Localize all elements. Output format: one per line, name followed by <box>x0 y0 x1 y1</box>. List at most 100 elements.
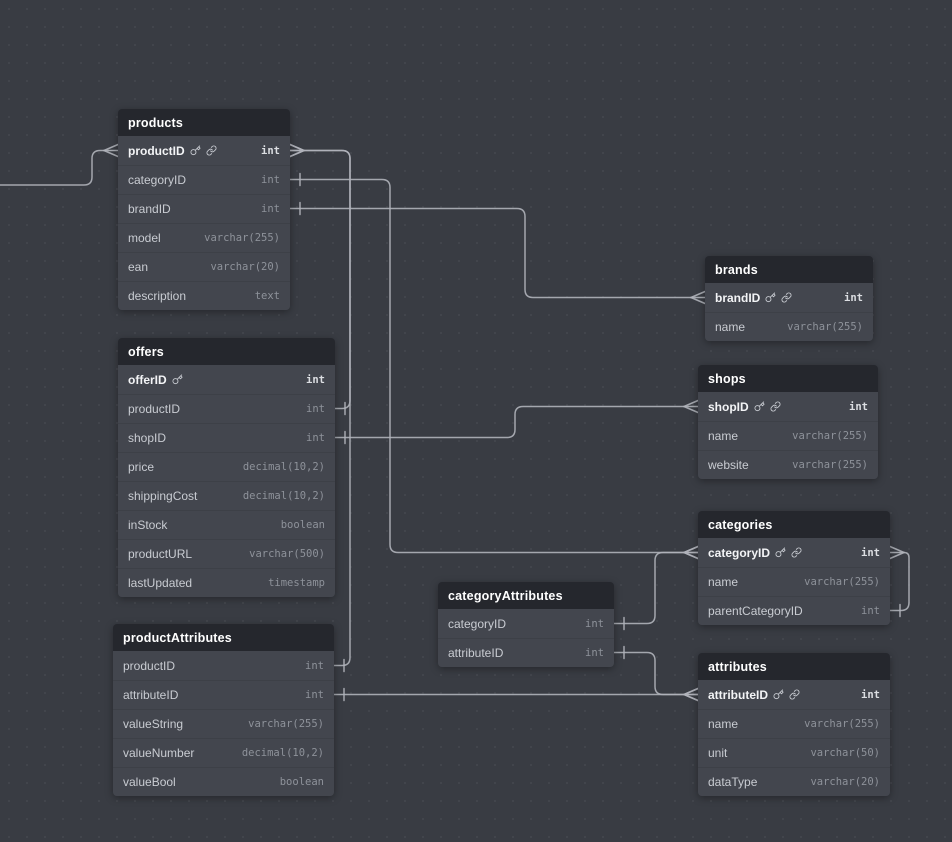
field-name-wrap: price <box>128 460 154 474</box>
rel-categoryAttributes-attributes-attributeID[interactable] <box>613 645 699 702</box>
field-name: inStock <box>128 518 168 532</box>
field-name-wrap: name <box>708 429 738 443</box>
field-categoryAttributes-attributeID[interactable]: attributeID int <box>438 638 614 667</box>
field-name-wrap: brandID <box>128 202 171 216</box>
field-type: varchar(255) <box>792 430 868 442</box>
field-name-wrap: valueNumber <box>123 746 194 760</box>
table-header-categoryAttributes[interactable]: categoryAttributes <box>438 582 614 609</box>
field-name-wrap: categoryID <box>448 617 506 631</box>
rel-external-products-productID[interactable] <box>0 143 119 186</box>
table-header-categories[interactable]: categories <box>698 511 890 538</box>
field-name-wrap: model <box>128 231 161 245</box>
rel-categories-self-parentCategoryID[interactable] <box>889 545 910 618</box>
field-type: timestamp <box>268 577 325 589</box>
table-header-productAttributes[interactable]: productAttributes <box>113 624 334 651</box>
table-header-products[interactable]: products <box>118 109 290 136</box>
field-name-wrap: brandID <box>715 291 792 305</box>
field-categoryAttributes-categoryID[interactable]: categoryID int <box>438 609 614 638</box>
field-name: name <box>715 320 746 334</box>
field-shops-shopID[interactable]: shopID int <box>698 392 878 421</box>
table-header-attributes[interactable]: attributes <box>698 653 890 680</box>
key-icon <box>172 374 183 385</box>
field-name: shopID <box>708 399 749 414</box>
field-name-wrap: attributeID <box>708 688 800 702</box>
field-name-wrap: attributeID <box>448 646 503 660</box>
field-name-wrap: name <box>708 717 738 731</box>
table-title: attributes <box>708 659 767 674</box>
field-name-wrap: productURL <box>128 547 192 561</box>
field-name: valueNumber <box>123 746 195 760</box>
field-type: int <box>861 546 880 559</box>
field-name: brandID <box>128 202 171 216</box>
field-productAttributes-productID[interactable]: productID int <box>113 651 334 680</box>
rel-products-productAttributes-productID[interactable] <box>289 143 351 673</box>
table-header-offers[interactable]: offers <box>118 338 335 365</box>
field-type: int <box>305 689 324 701</box>
field-name-wrap: ean <box>128 260 148 274</box>
field-categories-categoryID[interactable]: categoryID int <box>698 538 890 567</box>
field-type: int <box>261 203 280 215</box>
table-header-brands[interactable]: brands <box>705 256 873 283</box>
field-productAttributes-attributeID[interactable]: attributeID int <box>113 680 334 709</box>
table-header-shops[interactable]: shops <box>698 365 878 392</box>
field-type: int <box>585 647 604 659</box>
field-name: website <box>708 458 749 472</box>
field-name-wrap: categoryID <box>128 173 186 187</box>
field-shops-name[interactable]: name varchar(255) <box>698 421 878 450</box>
field-type: int <box>305 659 324 672</box>
field-type: int <box>261 174 280 186</box>
field-products-categoryID[interactable]: categoryID int <box>118 165 290 194</box>
field-name: parentCategoryID <box>708 604 803 618</box>
field-name: brandID <box>715 290 761 305</box>
field-name-wrap: productID <box>123 659 175 673</box>
table-title: shops <box>708 371 746 386</box>
rel-categoryAttributes-categories-categoryID[interactable] <box>613 545 699 631</box>
field-name: attributeID <box>123 688 179 702</box>
field-name: categoryID <box>708 545 771 560</box>
rel-products-brands-brandID[interactable] <box>289 201 706 305</box>
field-products-brandID[interactable]: brandID int <box>118 194 290 223</box>
field-type: int <box>585 617 604 630</box>
rel-offers-shops-shopID[interactable] <box>334 399 699 445</box>
field-type: int <box>849 400 868 413</box>
link-icon <box>206 145 217 156</box>
field-name-wrap: attributeID <box>123 688 178 702</box>
field-name-wrap: website <box>708 458 749 472</box>
